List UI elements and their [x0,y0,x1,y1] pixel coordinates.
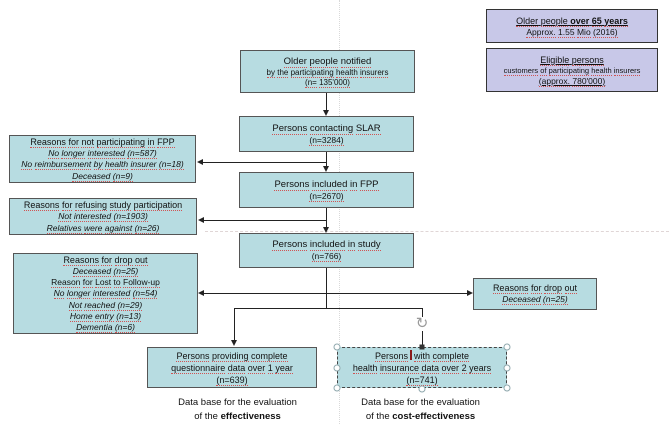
connector-split-crossbar [234,308,423,309]
arrowhead-down-fpp [323,166,329,172]
box-reasons-dropout-right[interactable]: Reasons for drop out Deceased (n=25) [473,278,597,310]
box-count: (n=741) [406,374,438,386]
caption-cost-effectiveness: Data base for the evaluation of the cost… [323,396,518,424]
connector-slar-to-fpp [326,152,327,167]
reason-item: Deceased (n=25) [72,265,139,277]
arrowhead-left-refusing [198,216,204,223]
reason-item: No longer interested (n=54) [53,288,158,300]
box-subtitle: health insurance data over 2 years [352,362,492,374]
selection-handle-top-right[interactable] [503,343,511,351]
box-title: Older people notified [283,55,372,68]
box-reasons-dropout-left[interactable]: Reasons for drop out Deceased (n=25) Rea… [13,253,198,334]
box-included-fpp[interactable]: Persons included in FPP (n=2670) [239,172,414,208]
arrowhead-down-questionnaire [231,340,237,346]
box-count: (n=3284) [309,134,344,146]
caption-line: Data base for the evaluation [178,397,297,408]
box-subtitle: Reason for Lost to Follow-up [51,276,160,288]
reason-item: No longer interested (n=587) [48,148,157,160]
selection-handle-bottom-center[interactable] [418,385,426,393]
box-older-people-notified[interactable]: Older people notified by the participati… [240,50,415,93]
selection-handle-mid-right[interactable] [503,364,511,372]
connector-branch-refusing [202,220,327,221]
connector-notified-to-slar [326,93,327,111]
caption-line: of the cost-effectiveness [365,411,476,422]
box-title: Persons providing complete [176,350,288,362]
caption-effectiveness: Data base for the evaluation of the effe… [140,396,335,424]
reason-item: Deceased (n=25) [502,294,568,306]
reason-item: Relatives were against (n=26) [46,222,160,234]
connector-dropout-crossbar [203,293,470,294]
box-subtitle: customers of participating health insure… [503,65,641,76]
box-title: Reasons for drop out [63,254,148,266]
box-subtitle: questionnaire data over 1 year [171,362,293,374]
connector-to-insurance-lower [422,331,423,345]
connector-study-down [326,268,327,309]
reason-item: Not interested (n=1903) [58,211,148,223]
arrowhead-right-dropout [467,289,473,296]
reason-item: Dementia (n=6) [76,322,135,334]
box-questionnaire-data[interactable]: Persons providing complete questionnaire… [147,347,317,388]
box-contacting-slar[interactable]: Persons contacting SLAR (n=3284) [239,116,414,152]
caption-line: Data base for the evaluation [361,397,480,408]
box-population-over-65[interactable]: Older people over 65 years Approx. 1.55 … [486,9,658,43]
box-count: (n=766) [311,251,342,262]
box-title: Reasons for drop out [492,283,578,295]
box-subtitle: by the participating health insurers [266,67,389,78]
box-title: Persons included in study [272,239,381,251]
reason-item: Home entry (n=13) [69,310,142,322]
connector-to-questionnaire [234,308,235,341]
horizontal-guide-line [205,231,669,232]
box-count: (n= 135'000) [305,77,350,88]
arrowhead-left-not-participating [197,158,203,165]
connector-branch-not-participating [202,162,327,163]
selection-handle-bottom-right[interactable] [503,384,511,392]
connector-to-insurance-upper [422,308,423,317]
box-title: Reasons for refusing study participation [23,200,183,212]
caption-line: of the effectiveness [194,411,281,422]
box-title: Reasons for not participating in FPP [30,137,175,149]
reason-item: Not reached (n=29) [68,299,143,311]
box-title: Eligible persons [540,54,604,66]
box-reasons-refusing[interactable]: Reasons for refusing study participation… [9,198,197,235]
box-title: Persons included in FPP [274,178,379,191]
reason-item: No reimbursement by health insurer (n=18… [21,159,184,171]
box-eligible-persons[interactable]: Eligible persons customers of participat… [486,48,658,92]
box-count: (n=2670) [309,190,344,202]
arrowhead-down-study [323,227,329,233]
vertical-guide-line [339,0,340,424]
selection-handle-top-left[interactable] [333,343,341,351]
box-count: (approx. 780'000) [538,75,606,87]
reason-item: Deceased (n=9) [72,170,133,182]
box-subtitle: Approx. 1.55 Mio (2016) [526,26,618,38]
rotate-handle-icon[interactable]: ↻ [415,314,429,332]
selection-handle-mid-left[interactable] [333,364,341,372]
box-title: Persons contacting SLAR [272,122,381,135]
box-count: (n=639) [216,374,248,386]
text-cursor [409,349,412,360]
box-reasons-not-participating[interactable]: Reasons for not participating in FPP No … [9,135,196,183]
arrowhead-left-dropout [198,289,204,296]
connector-fpp-to-study [326,208,327,229]
arrowhead-down-slar [323,110,329,116]
box-included-study[interactable]: Persons included in study (n=766) [239,233,414,268]
selection-handle-bottom-left[interactable] [333,384,341,392]
selection-handle-top[interactable] [419,344,425,350]
box-title: Older people over 65 years [516,15,628,27]
